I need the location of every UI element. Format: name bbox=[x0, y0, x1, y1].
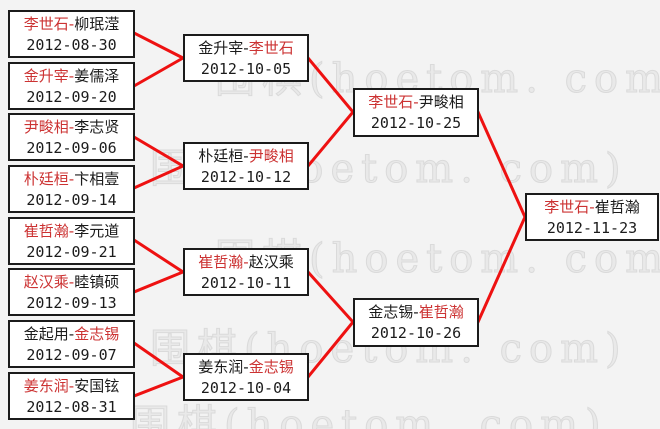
connector-qf2 bbox=[131, 134, 187, 190]
match-box-r16-7: 金起用-金志锡 2012-09-07 bbox=[8, 320, 135, 368]
player-winner: 尹畯相 bbox=[248, 146, 294, 165]
match-box-qf-2: 朴廷桓-尹畯相 2012-10-12 bbox=[183, 142, 309, 190]
player-loser: 姜儒泽 bbox=[74, 66, 120, 85]
match-players: 崔哲瀚-赵汉乘 bbox=[185, 252, 307, 273]
separator: - bbox=[413, 303, 419, 321]
separator: - bbox=[589, 197, 595, 216]
player-winner: 金志锡 bbox=[248, 357, 294, 376]
match-players: 姜东润-安国铉 bbox=[10, 376, 133, 397]
player-winner: 金升宰 bbox=[23, 66, 69, 85]
match-date: 2012-11-23 bbox=[546, 218, 638, 237]
match-players: 朴廷桓-尹畯相 bbox=[185, 146, 307, 167]
match-players: 赵汉乘-睦镇硕 bbox=[10, 272, 133, 293]
separator: - bbox=[68, 117, 75, 136]
separator: - bbox=[68, 272, 75, 291]
match-players: 金志锡-崔哲瀚 bbox=[355, 302, 477, 323]
player-loser: 金志锡 bbox=[368, 303, 414, 321]
player-winner: 金志锡 bbox=[74, 324, 120, 343]
connector-qf4 bbox=[131, 340, 187, 398]
player-winner: 李世石 bbox=[544, 197, 590, 216]
match-date: 2012-09-21 bbox=[26, 242, 117, 261]
separator: - bbox=[243, 146, 249, 165]
match-box-qf-1: 金升宰-李世石 2012-10-05 bbox=[183, 34, 309, 82]
player-loser: 李元道 bbox=[74, 221, 120, 240]
match-box-r16-8: 姜东润-安国铉 2012-08-31 bbox=[8, 372, 135, 420]
match-box-final: 李世石-崔哲瀚 2012-11-23 bbox=[525, 193, 659, 241]
match-players: 李世石-崔哲瀚 bbox=[527, 197, 657, 218]
watermark-text: 围棋(hoetom. com) bbox=[130, 402, 608, 429]
player-loser: 柳珉滢 bbox=[74, 14, 120, 33]
player-loser: 金升宰 bbox=[198, 38, 244, 57]
match-box-r16-4: 朴廷桓-卞相壹 2012-09-14 bbox=[8, 165, 135, 213]
player-winner: 崔哲瀚 bbox=[198, 252, 244, 271]
player-loser: 赵汉乘 bbox=[248, 252, 294, 271]
match-date: 2012-10-05 bbox=[200, 59, 292, 78]
player-winner: 姜东润 bbox=[23, 376, 69, 395]
separator: - bbox=[68, 14, 75, 33]
player-winner: 崔哲瀚 bbox=[418, 303, 464, 321]
match-date: 2012-10-26 bbox=[370, 324, 462, 342]
separator: - bbox=[68, 324, 75, 343]
match-date: 2012-09-20 bbox=[26, 87, 117, 106]
match-players: 李世石-柳珉滢 bbox=[10, 14, 133, 35]
match-players: 金升宰-李世石 bbox=[185, 38, 307, 59]
separator: - bbox=[243, 38, 249, 57]
match-players: 李世石-尹畯相 bbox=[355, 92, 477, 113]
player-winner: 李世石 bbox=[368, 93, 414, 111]
separator: - bbox=[243, 252, 249, 271]
match-box-sf-1: 李世石-尹畯相 2012-10-25 bbox=[353, 88, 479, 137]
separator: - bbox=[413, 93, 419, 111]
player-loser: 尹畯相 bbox=[418, 93, 464, 111]
player-winner: 崔哲瀚 bbox=[23, 221, 69, 240]
match-box-qf-3: 崔哲瀚-赵汉乘 2012-10-11 bbox=[183, 248, 309, 296]
separator: - bbox=[68, 66, 75, 85]
connector-qf1 bbox=[131, 30, 187, 89]
player-loser: 金起用 bbox=[23, 324, 69, 343]
match-date: 2012-08-30 bbox=[26, 35, 117, 54]
match-date: 2012-08-31 bbox=[26, 397, 117, 416]
match-date: 2012-09-13 bbox=[26, 293, 117, 312]
match-box-r16-5: 崔哲瀚-李元道 2012-09-21 bbox=[8, 217, 135, 265]
player-loser: 崔哲瀚 bbox=[594, 197, 640, 216]
match-date: 2012-10-25 bbox=[370, 114, 462, 132]
connector-sf2 bbox=[305, 269, 355, 380]
player-winner: 朴廷桓 bbox=[23, 169, 69, 188]
match-players: 尹畯相-李志贤 bbox=[10, 117, 133, 138]
match-date: 2012-09-07 bbox=[26, 345, 117, 364]
match-players: 金起用-金志锡 bbox=[10, 324, 133, 345]
player-loser: 李志贤 bbox=[74, 117, 120, 136]
player-winner: 尹畯相 bbox=[23, 117, 69, 136]
match-players: 姜东润-金志锡 bbox=[185, 357, 307, 378]
match-box-sf-2: 金志锡-崔哲瀚 2012-10-26 bbox=[353, 298, 479, 347]
match-players: 金升宰-姜儒泽 bbox=[10, 66, 133, 87]
separator: - bbox=[68, 221, 75, 240]
player-loser: 卞相壹 bbox=[74, 169, 120, 188]
match-box-qf-4: 姜东润-金志锡 2012-10-04 bbox=[183, 353, 309, 401]
match-players: 崔哲瀚-李元道 bbox=[10, 221, 133, 242]
match-date: 2012-10-04 bbox=[200, 378, 292, 397]
match-box-r16-6: 赵汉乘-睦镇硕 2012-09-13 bbox=[8, 268, 135, 316]
match-date: 2012-09-14 bbox=[26, 190, 117, 209]
match-date: 2012-09-06 bbox=[26, 138, 117, 157]
player-loser: 姜东润 bbox=[198, 357, 244, 376]
match-box-r16-2: 金升宰-姜儒泽 2012-09-20 bbox=[8, 62, 135, 110]
player-winner: 李世石 bbox=[23, 14, 69, 33]
connector-sf1 bbox=[305, 55, 355, 169]
connector-final bbox=[476, 110, 527, 324]
match-date: 2012-10-11 bbox=[200, 273, 292, 292]
connector-qf3 bbox=[131, 237, 187, 294]
match-date: 2012-10-12 bbox=[200, 167, 292, 186]
separator: - bbox=[68, 169, 75, 188]
match-box-r16-3: 尹畯相-李志贤 2012-09-06 bbox=[8, 113, 135, 161]
player-loser: 朴廷桓 bbox=[198, 146, 244, 165]
player-winner: 赵汉乘 bbox=[23, 272, 69, 291]
player-loser: 安国铉 bbox=[74, 376, 120, 395]
separator: - bbox=[243, 357, 249, 376]
match-box-r16-1: 李世石-柳珉滢 2012-08-30 bbox=[8, 10, 135, 58]
player-winner: 李世石 bbox=[248, 38, 294, 57]
player-loser: 睦镇硕 bbox=[74, 272, 120, 291]
match-players: 朴廷桓-卞相壹 bbox=[10, 169, 133, 190]
separator: - bbox=[68, 376, 75, 395]
